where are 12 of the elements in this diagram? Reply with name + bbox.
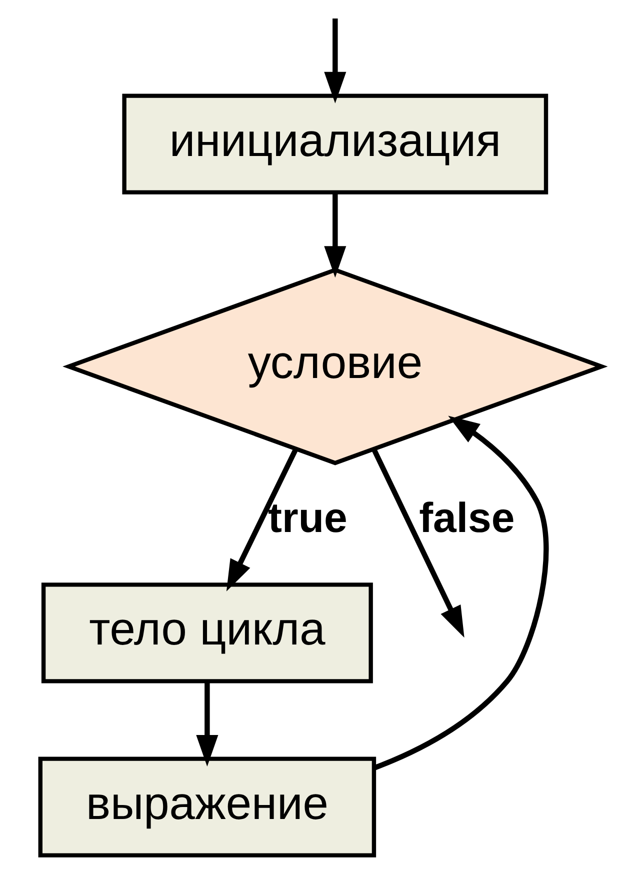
arrow bbox=[373, 416, 548, 770]
node-diamond: условие bbox=[62, 268, 608, 466]
arrow bbox=[226, 448, 298, 592]
arrow bbox=[196, 681, 218, 766]
node-box: тело цикла bbox=[40, 582, 372, 684]
edge-label: false bbox=[418, 494, 514, 542]
edge-label: true bbox=[268, 494, 347, 542]
node-box: инициализация bbox=[122, 94, 548, 194]
arrow bbox=[324, 18, 346, 104]
node-box: выражение bbox=[38, 756, 376, 858]
arrow bbox=[324, 192, 346, 278]
arrow bbox=[371, 448, 464, 638]
